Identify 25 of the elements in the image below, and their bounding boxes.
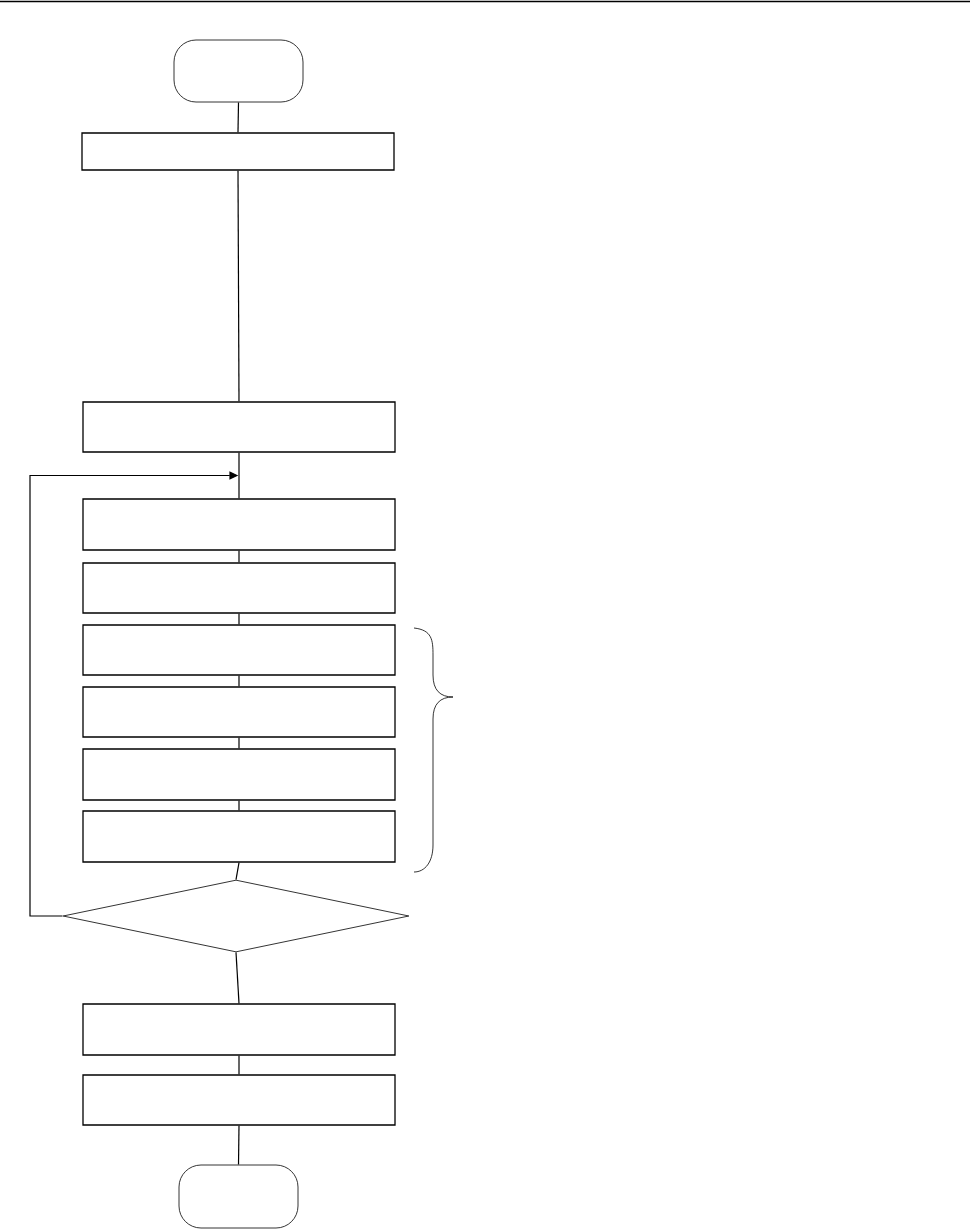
process-box — [81, 132, 395, 171]
process-box — [82, 498, 396, 551]
connector — [237, 170, 240, 402]
connector — [238, 613, 240, 625]
process-box — [82, 686, 396, 738]
connector — [238, 800, 240, 811]
decision-diamond — [62, 879, 410, 953]
process-box — [82, 1003, 396, 1056]
connector — [238, 1055, 240, 1075]
process-box — [82, 624, 396, 676]
connector — [237, 101, 240, 133]
process-box — [82, 562, 396, 614]
process-box — [82, 401, 396, 453]
terminal-stadium — [173, 39, 304, 103]
process-box — [82, 748, 396, 801]
connector — [237, 1125, 240, 1166]
connector — [238, 550, 240, 563]
process-box — [82, 810, 396, 863]
process-box — [82, 1074, 396, 1126]
terminal-stadium — [178, 1164, 299, 1229]
connector — [235, 951, 240, 1004]
connector — [235, 862, 240, 881]
connector — [238, 737, 240, 749]
connector — [238, 675, 240, 687]
connector — [238, 452, 240, 499]
